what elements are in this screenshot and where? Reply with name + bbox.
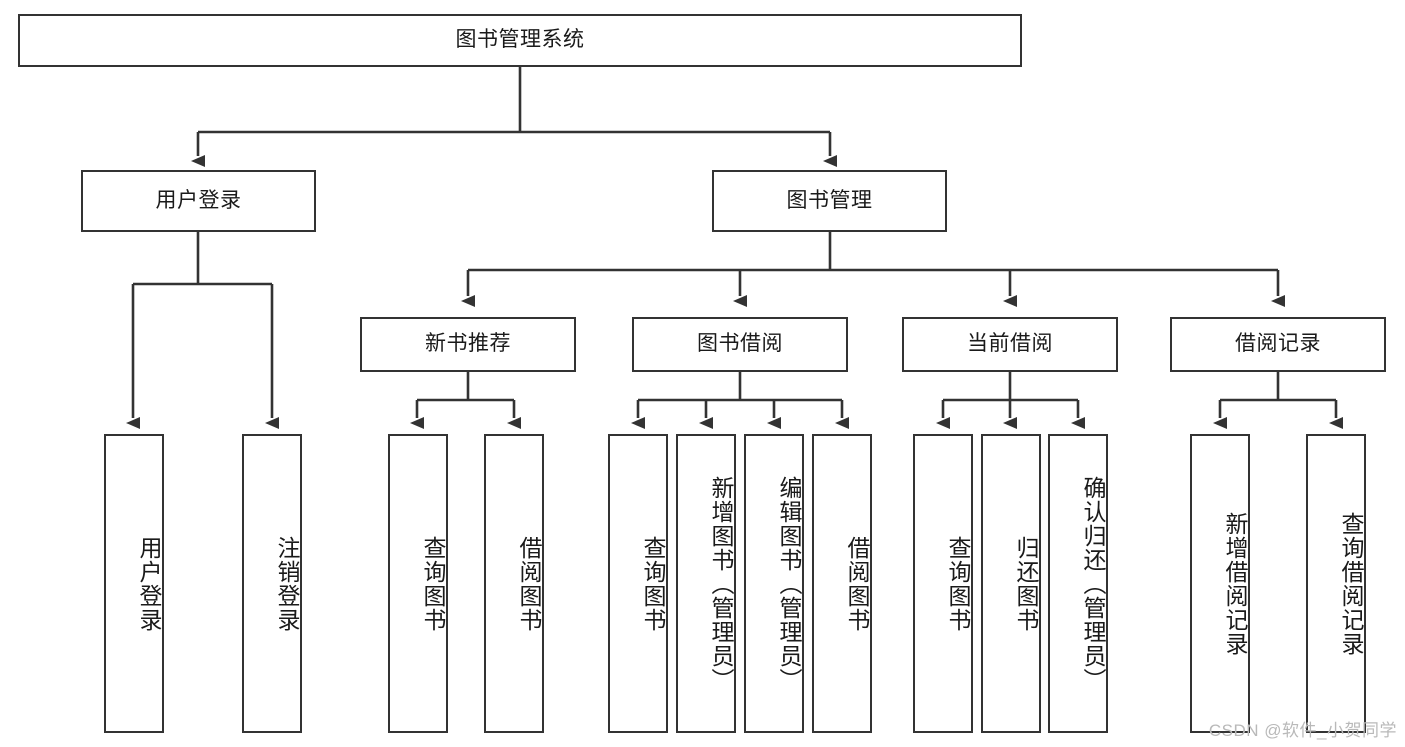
leaf-label: 查询图书 — [640, 535, 666, 632]
node-current-borrow[interactable]: 当前借阅 — [902, 317, 1118, 372]
leaf-label: 新增借阅记录 — [1222, 511, 1248, 656]
leaf-user-login-signout[interactable]: 注销登录 — [242, 434, 302, 733]
node-root-book-management-system[interactable]: 图书管理系统 — [18, 14, 1022, 67]
node-book-management[interactable]: 图书管理 — [712, 170, 947, 232]
leaf-label: 确认归还（管理员） — [1080, 475, 1106, 692]
leaf-label: 编辑图书（管理员） — [776, 475, 802, 692]
leaf-label: 查询图书 — [945, 535, 971, 632]
leaf-label: 查询图书 — [420, 535, 446, 632]
leaf-new-book-query[interactable]: 查询图书 — [388, 434, 448, 733]
leaf-label: 借阅图书 — [516, 535, 542, 632]
leaf-label: 注销登录 — [274, 535, 300, 632]
leaf-user-login-signin[interactable]: 用户登录 — [104, 434, 164, 733]
leaf-current-borrow-return[interactable]: 归还图书 — [981, 434, 1041, 733]
node-book-borrow[interactable]: 图书借阅 — [632, 317, 848, 372]
node-user-login[interactable]: 用户登录 — [81, 170, 316, 232]
leaf-book-borrow-edit-admin[interactable]: 编辑图书（管理员） — [744, 434, 804, 733]
leaf-label: 查询借阅记录 — [1338, 511, 1364, 656]
leaf-book-borrow-borrow[interactable]: 借阅图书 — [812, 434, 872, 733]
node-borrow-record[interactable]: 借阅记录 — [1170, 317, 1386, 372]
leaf-book-borrow-query[interactable]: 查询图书 — [608, 434, 668, 733]
leaf-label: 归还图书 — [1013, 535, 1039, 632]
node-new-book-recommend[interactable]: 新书推荐 — [360, 317, 576, 372]
leaf-borrow-record-add[interactable]: 新增借阅记录 — [1190, 434, 1250, 733]
leaf-current-borrow-query[interactable]: 查询图书 — [913, 434, 973, 733]
leaf-label: 新增图书（管理员） — [708, 475, 734, 692]
leaf-label: 借阅图书 — [844, 535, 870, 632]
leaf-label: 用户登录 — [136, 535, 162, 632]
leaf-current-borrow-confirm-admin[interactable]: 确认归还（管理员） — [1048, 434, 1108, 733]
leaf-borrow-record-query[interactable]: 查询借阅记录 — [1306, 434, 1366, 733]
leaf-book-borrow-add-admin[interactable]: 新增图书（管理员） — [676, 434, 736, 733]
leaf-new-book-borrow[interactable]: 借阅图书 — [484, 434, 544, 733]
